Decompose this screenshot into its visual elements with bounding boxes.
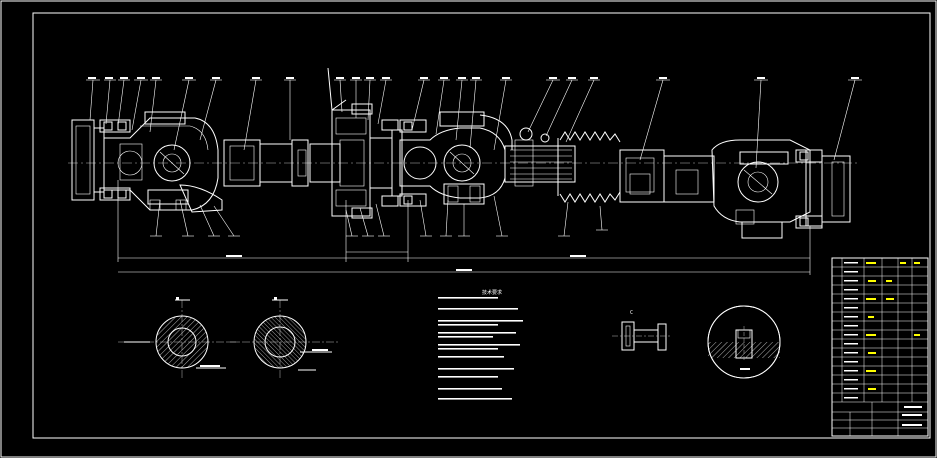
dimension-lines <box>117 180 811 275</box>
technical-requirements: 技术要求 <box>438 289 523 400</box>
part-callouts-bottom <box>150 195 608 237</box>
detail-c-label: C <box>630 310 633 316</box>
rubber-boot <box>557 131 621 203</box>
dimension-values <box>226 255 586 271</box>
part-callouts-top <box>86 79 862 169</box>
section-view-right <box>228 297 340 380</box>
title-block-highlights <box>866 262 920 390</box>
tech-notes-lines <box>438 297 523 400</box>
section-view-left <box>118 297 240 380</box>
title-block-text <box>844 262 922 426</box>
detail-view-circle <box>707 305 781 379</box>
detail-view-c: C <box>612 310 672 351</box>
spline-slip-sleeve <box>504 127 576 187</box>
center-bearing-support <box>309 67 399 219</box>
title-block <box>831 257 929 437</box>
drive-shaft-assembly <box>68 67 860 239</box>
tech-notes-title: 技术要求 <box>482 289 502 296</box>
callout-number-tags <box>88 77 859 79</box>
